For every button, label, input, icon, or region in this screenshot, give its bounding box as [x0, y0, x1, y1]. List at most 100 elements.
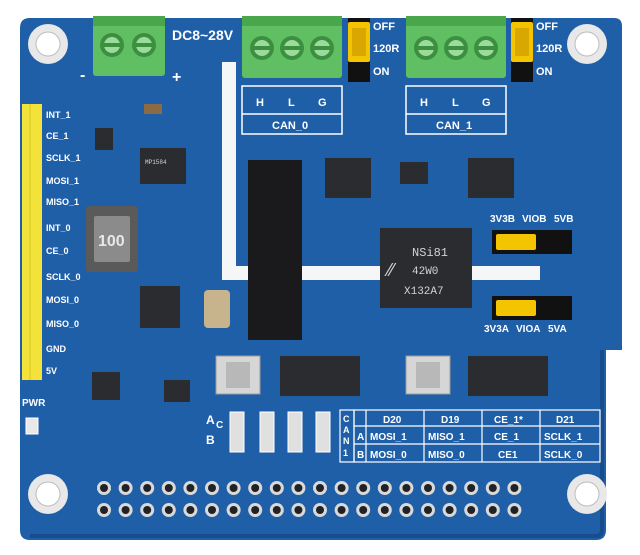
gpio-hole: [510, 484, 519, 492]
diode: [95, 128, 113, 150]
ab-label-b: B: [206, 433, 215, 447]
pwr-led: [25, 417, 39, 435]
gpio-hole: [251, 484, 260, 492]
gpio-hole: [380, 506, 389, 514]
can1-pin-l: L: [452, 97, 459, 109]
pin-table-cell: CE1: [498, 450, 518, 461]
can1-pin-g: G: [482, 97, 491, 109]
power-terminal: [93, 16, 165, 76]
header-label: MOSI_1: [46, 176, 79, 186]
power-voltage-label: DC8~28V: [172, 27, 234, 43]
pcb-edge-shade: [30, 350, 604, 538]
jumper-a-mid: VIOA: [516, 324, 540, 335]
pin-table-cell: SCLK_0: [544, 450, 583, 461]
gpio-hole: [251, 506, 260, 514]
pin-table-cell: MISO_0: [428, 450, 465, 461]
header-label: INT_0: [46, 223, 71, 233]
can-transceiver-chips: [325, 158, 514, 198]
can0-pin-l: L: [288, 97, 295, 109]
can1-switch-off: OFF: [536, 21, 558, 33]
header-label: 5V: [46, 366, 57, 376]
jumper-b: [492, 230, 572, 254]
pin-table-cell: MOSI_1: [370, 432, 407, 443]
gpio-hole: [445, 484, 454, 492]
gpio-hole: [337, 484, 346, 492]
can1-title: CAN_1: [436, 120, 472, 132]
can-controller-1: [468, 356, 548, 396]
can-controller-0: [280, 356, 360, 396]
gpio-hole: [402, 484, 411, 492]
gpio-hole: [402, 506, 411, 514]
can1-silk-box: [405, 85, 507, 135]
gpio-hole: [208, 484, 216, 492]
pin-table-row-a-label: A: [357, 432, 364, 443]
gpio-hole: [337, 506, 346, 514]
solder-pads: [229, 411, 331, 453]
jumper-b-mid: VIOB: [522, 214, 546, 225]
gpio-hole: [229, 506, 238, 514]
can0-switch-off: OFF: [373, 21, 395, 33]
mosfet: [140, 286, 180, 328]
isolator-chip: [380, 228, 472, 308]
isolator-logo: ⁄⁄: [384, 260, 397, 280]
gpio-hole: [272, 484, 281, 492]
left-pin-header: [22, 104, 42, 380]
inductor-marking: 100: [98, 233, 125, 250]
power-plus-label: +: [172, 69, 181, 86]
gpio-hole: [316, 506, 324, 514]
header-label: CE_0: [46, 246, 69, 256]
small-ic-left: [164, 380, 190, 402]
gpio-hole: [488, 484, 497, 492]
gpio-hole: [380, 484, 389, 492]
gpio-hole: [143, 484, 152, 492]
jumper-b-left: 3V3B: [490, 214, 515, 225]
pin-table-cell: CE_1: [494, 432, 519, 443]
jumper-a: [492, 296, 572, 320]
can1-pin-h: H: [420, 97, 428, 109]
can-side-a: A: [343, 425, 350, 435]
can0-title: CAN_0: [272, 120, 308, 132]
ab-label-a: A: [206, 413, 215, 427]
can0-switch-on: ON: [373, 66, 390, 78]
gpio-hole: [467, 506, 476, 514]
gpio-hole: [467, 484, 476, 492]
gpio-hole: [186, 506, 195, 514]
can-side-c: C: [343, 414, 350, 424]
power-minus-label: -: [80, 67, 85, 84]
gpio-hole: [100, 506, 108, 514]
gpio-hole: [229, 484, 238, 492]
gpio-hole: [359, 506, 368, 514]
can0-silk-box: [241, 85, 343, 135]
gpio-hole: [143, 506, 152, 514]
isolator-line1: NSi81: [412, 246, 448, 260]
power-ic-marking: MP1584: [145, 159, 167, 166]
gpio-hole: [359, 484, 368, 492]
gpio-hole: [164, 506, 173, 514]
gpio-hole: [294, 484, 303, 492]
gpio-hole: [121, 484, 130, 492]
tantalum-cap: [204, 290, 230, 328]
can-side-n: N: [343, 436, 350, 446]
jumper-a-left: 3V3A: [484, 324, 509, 335]
pin-table-header: D21: [556, 415, 575, 426]
isolated-dcdc-module: [248, 160, 302, 340]
isolator-line2: 42W0: [412, 266, 438, 278]
gpio-hole: [294, 506, 303, 514]
can0-term-jumper: [348, 18, 370, 82]
gpio-hole: [272, 506, 281, 514]
gpio-hole: [186, 484, 195, 492]
ab-label-c: C: [216, 420, 223, 431]
small-cap: [144, 104, 162, 114]
gpio-hole: [164, 484, 173, 492]
can1-terminal: [406, 16, 506, 78]
gpio-hole: [488, 506, 497, 514]
can0-terminal: [242, 16, 342, 78]
mounting-holes: [28, 24, 607, 514]
pin-table-header: D20: [383, 415, 402, 426]
left-header-labels: INT_1 CE_1 SCLK_1 MOSI_1 MISO_1 INT_0 CE…: [46, 110, 81, 376]
gpio-hole: [445, 506, 454, 514]
isolator-line3: X132A7: [404, 286, 444, 298]
header-label: SCLK_0: [46, 272, 81, 282]
header-label: GND: [46, 344, 67, 354]
